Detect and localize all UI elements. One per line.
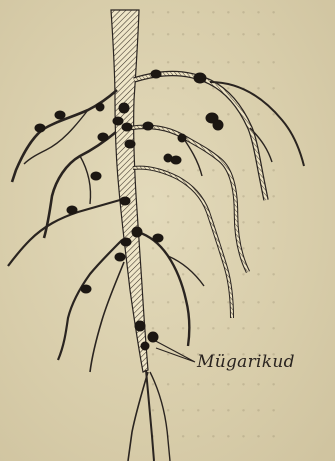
taproot xyxy=(111,10,148,372)
root-deep-right xyxy=(138,232,189,346)
root-upper-right xyxy=(134,74,266,201)
root-tail xyxy=(146,370,154,461)
nodule-label: Mügarikud xyxy=(197,352,295,372)
root-lower-left xyxy=(8,200,120,266)
